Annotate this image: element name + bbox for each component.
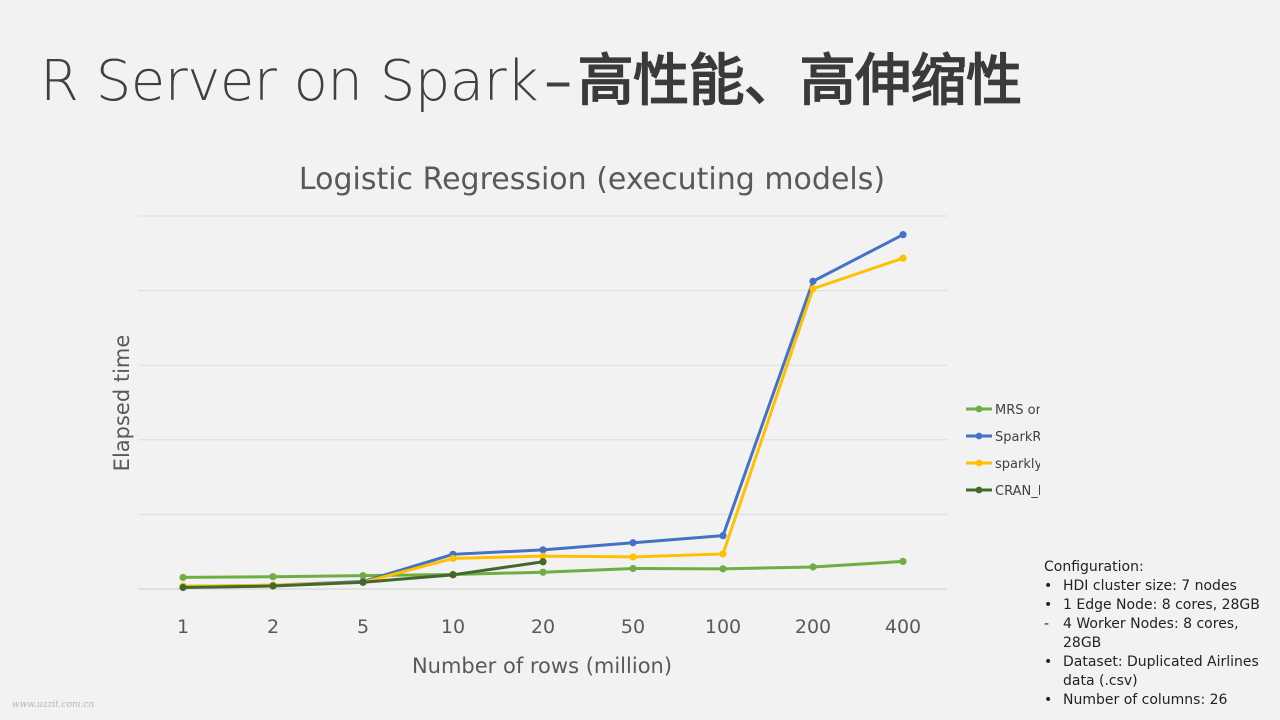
- configuration-item: • HDI cluster size: 7 nodes: [1044, 577, 1276, 596]
- line-chart: 1 2 5 10 20 50 100 200 400 Logistic Regression (…: [110, 162, 1040, 678]
- data-point: [809, 563, 817, 571]
- configuration-item: -4 Worker Nodes: 8 cores, 28GB: [1044, 615, 1276, 653]
- data-point: [539, 558, 547, 566]
- series-cran-r: [179, 558, 547, 592]
- data-point: [359, 571, 367, 580]
- legend-label: SparkR: [995, 430, 1040, 445]
- data-point: [899, 254, 907, 262]
- slide-title-cjk: 高性能、高伸缩性: [577, 49, 1023, 114]
- data-point: [899, 557, 907, 565]
- bullet-marker: •: [1044, 578, 1053, 594]
- x-tick-label: 1: [177, 616, 189, 638]
- data-point: [719, 532, 727, 540]
- slide-title-separator: –: [544, 49, 572, 114]
- configuration-item-text: 1 Edge Node: 8 cores, 28GB: [1063, 597, 1260, 613]
- data-point: [539, 552, 547, 560]
- data-point: [539, 568, 547, 576]
- bullet-marker: •: [1044, 597, 1053, 613]
- data-point: [719, 550, 727, 558]
- x-tick-label: 100: [705, 616, 741, 638]
- legend-marker: [975, 486, 983, 494]
- data-point: [179, 573, 187, 582]
- legend-label: sparklyr: [995, 457, 1040, 472]
- configuration-title: Configuration:: [1044, 559, 1144, 575]
- configuration-item-text: Number of columns: 26: [1063, 692, 1228, 708]
- x-tick-label: 2: [267, 616, 279, 638]
- data-point: [449, 554, 457, 563]
- legend-label: MRS on Spark: [995, 403, 1040, 418]
- data-point: [809, 277, 817, 285]
- data-point: [629, 564, 637, 573]
- data-point: [809, 285, 817, 293]
- configuration-item: • Number of columns: 26: [1044, 691, 1276, 710]
- configuration-list: • HDI cluster size: 7 nodes • 1 Edge Node:…: [1044, 577, 1276, 710]
- chart-series: [179, 231, 907, 592]
- x-tick-label: 10: [441, 616, 465, 638]
- series-sparkr: [179, 231, 907, 590]
- x-tick-label: 20: [531, 616, 555, 638]
- bullet-marker: •: [1044, 692, 1053, 708]
- series-line: [181, 233, 905, 588]
- y-axis-label: Elapsed time: [110, 335, 134, 472]
- data-point: [899, 231, 907, 239]
- data-point: [629, 539, 637, 547]
- series-line: [181, 256, 905, 588]
- x-axis-label: Number of rows (million): [412, 654, 672, 678]
- configuration-item-text: HDI cluster size: 7 nodes: [1063, 578, 1237, 594]
- legend-marker: [975, 459, 983, 467]
- data-point: [269, 573, 277, 581]
- watermark: www.uzzit.com.cn: [12, 700, 95, 710]
- data-point: [629, 553, 637, 561]
- configuration-item-text: Dataset: Duplicated Airlines data (.csv): [1063, 654, 1259, 689]
- x-tick-label: 400: [885, 616, 921, 638]
- slide-title: R Server on Spark–高性能、高伸缩性: [40, 36, 1022, 117]
- x-tick-label: 50: [621, 616, 645, 638]
- configuration-item: • Dataset: Duplicated Airlines data (.csv…: [1044, 653, 1276, 691]
- data-point: [449, 571, 457, 579]
- slide-title-latin: R Server on Spark: [40, 49, 539, 114]
- x-tick-label: 200: [795, 616, 831, 638]
- bullet-marker: -: [1044, 616, 1050, 632]
- bullet-marker: •: [1044, 654, 1053, 670]
- chart-title: Logistic Regression (executing models): [299, 162, 885, 197]
- configuration-item: • 1 Edge Node: 8 cores, 28GB: [1044, 596, 1276, 615]
- legend-marker: [975, 432, 983, 440]
- x-tick-label: 5: [357, 616, 369, 638]
- configuration-panel: Configuration: • HDI cluster size: 7 node…: [1044, 558, 1276, 710]
- configuration-item-text: 4 Worker Nodes: 8 cores, 28GB: [1063, 616, 1239, 651]
- series-sparklyr: [179, 254, 907, 590]
- data-point: [539, 546, 547, 554]
- data-point: [359, 578, 367, 586]
- chart-gridlines: [138, 215, 947, 590]
- legend-label: CRAN_R: [995, 484, 1040, 499]
- x-axis-ticks: 1 2 5 10 20 50 100 200 400: [177, 616, 921, 638]
- chart-legend: MRS on SparkSparkR sparklyrCRAN_R: [966, 403, 1040, 499]
- legend-marker: [975, 405, 983, 413]
- data-point: [269, 582, 277, 590]
- data-point: [719, 565, 727, 573]
- data-point: [179, 583, 187, 592]
